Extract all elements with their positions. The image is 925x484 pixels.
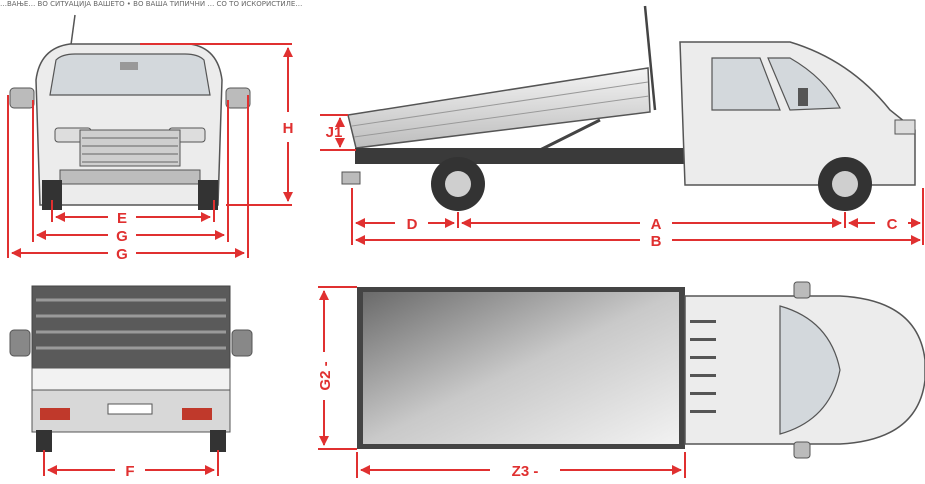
label-z3: Z3 - — [512, 463, 539, 479]
rear-left-light — [40, 408, 70, 420]
side-view — [341, 5, 916, 211]
label-g2: G2 - — [317, 361, 334, 390]
top-frame-ribs — [690, 320, 716, 413]
side-mirror — [798, 88, 808, 106]
top-right-mirror — [793, 441, 811, 459]
rear-wheel-hub — [445, 171, 471, 197]
front-wheel-hub — [832, 171, 858, 197]
tow-hitch — [341, 171, 361, 185]
label-g-outer: G — [116, 246, 128, 263]
grille-slats — [82, 137, 178, 163]
side-dimensions — [320, 114, 924, 245]
tipper-ram — [643, 5, 657, 111]
cage-rails — [36, 298, 226, 350]
license-plate — [107, 403, 153, 415]
front-dimensions — [7, 43, 293, 258]
rear-tailgate — [31, 367, 231, 391]
top-windshield — [779, 305, 841, 435]
label-b: B — [651, 233, 662, 250]
side-headlight — [894, 119, 916, 135]
rear-left-tire — [36, 430, 52, 452]
cargo-box — [363, 292, 679, 444]
rear-left-mirror — [9, 329, 31, 357]
front-view — [9, 14, 251, 210]
front-grille — [79, 129, 181, 167]
label-g-inner: G — [116, 228, 128, 245]
top-dimensions — [318, 286, 686, 478]
chassis-frame — [355, 148, 685, 164]
rear-right-tire — [210, 430, 226, 452]
label-d: D — [407, 216, 418, 233]
tipper-strut — [539, 118, 601, 152]
tipper-bed — [347, 67, 651, 149]
front-bumper — [59, 169, 201, 185]
label-a: A — [651, 216, 662, 233]
front-left-tire — [42, 180, 62, 210]
rear-dimensions — [43, 450, 219, 476]
label-c: C — [887, 216, 898, 233]
rear-cage — [31, 285, 231, 369]
top-left-mirror — [793, 281, 811, 299]
top-caption: …ВАЊЕ… ВО СИТУАЦИЈА ВАШЕТО • ВО ВАША ТИП… — [0, 0, 303, 8]
top-view — [357, 281, 925, 459]
rear-view — [9, 285, 253, 452]
side-window — [711, 57, 781, 111]
rear-right-light — [182, 408, 212, 420]
label-e: E — [117, 210, 127, 227]
label-j1: J1 — [326, 124, 343, 141]
label-h: H — [283, 120, 294, 137]
rear-right-mirror — [231, 329, 253, 357]
bed-slats — [351, 81, 650, 138]
rear-mirror — [120, 62, 138, 70]
right-mirror — [225, 87, 251, 109]
left-mirror — [9, 87, 35, 109]
side-windshield — [767, 57, 841, 111]
windshield — [49, 53, 211, 96]
label-f: F — [125, 463, 134, 479]
